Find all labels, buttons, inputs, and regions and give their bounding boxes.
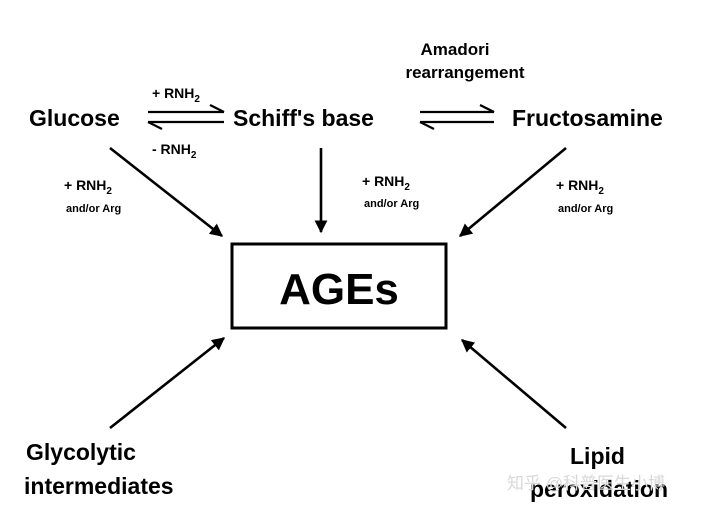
amadori-label-line2: rearrangement xyxy=(405,63,524,82)
lipid-label-line2: peroxidation xyxy=(530,476,668,502)
glycolytic-label-line1: Glycolytic xyxy=(26,439,136,465)
ages-box xyxy=(230,242,448,330)
plus-rnh2-label-top: + RNH2 xyxy=(152,85,200,105)
lipid-label-line1: Lipid xyxy=(570,443,625,469)
equilibrium-arrow-glucose-schiff xyxy=(147,104,225,130)
arrow-fructosamine-to-ages xyxy=(458,146,567,238)
and-or-arg-label-right: and/or Arg xyxy=(558,203,613,215)
equilibrium-arrow-schiff-fructosamine xyxy=(419,104,495,130)
glycolytic-label-line2: intermediates xyxy=(24,473,174,499)
arrow-lipid-to-ages xyxy=(461,339,567,429)
fructosamine-label: Fructosamine xyxy=(512,105,663,131)
plus-rnh2-label-center: + RNH2 xyxy=(362,173,410,193)
glucose-label: Glucose xyxy=(29,105,120,131)
amadori-label-line1: Amadori xyxy=(421,40,490,59)
ages-label: AGEs xyxy=(279,265,399,314)
arrow-glycolytic-to-ages xyxy=(109,336,226,430)
arrow-glucose-to-ages xyxy=(109,146,224,238)
minus-rnh2-label: - RNH2 xyxy=(152,141,197,161)
and-or-arg-label-center: and/or Arg xyxy=(364,198,419,210)
schiff-base-label: Schiff's base xyxy=(233,105,374,131)
plus-rnh2-label-left: + RNH2 xyxy=(64,177,112,197)
plus-rnh2-label-right: + RNH2 xyxy=(556,177,604,197)
and-or-arg-label-left: and/or Arg xyxy=(66,203,121,215)
watermark: 知乎 @科普医生小博 xyxy=(507,474,665,493)
